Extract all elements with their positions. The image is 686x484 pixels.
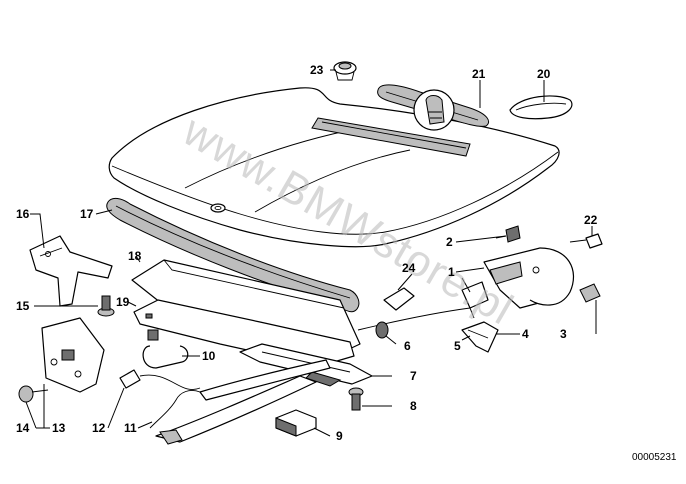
clip-part-10 [142,329,189,369]
leader-lines [25,69,597,437]
callout-4: 4 [522,327,529,341]
callout-8: 8 [410,399,417,413]
callout-24: 24 [402,261,416,275]
bolt-part-15 [97,295,115,317]
callout-11: 11 [124,421,137,435]
callout-20: 20 [537,67,551,81]
release-lever-part-11 [149,359,331,445]
bolt-part-8 [348,387,364,411]
callout-14: 14 [16,421,30,435]
callout-23: 23 [310,63,324,77]
callout-9: 9 [336,429,343,443]
cable-part-6 [357,307,471,339]
callout-12: 12 [92,421,106,435]
seal-strip-part-17 [106,197,360,313]
callout-17: 17 [80,207,94,221]
grommet-part-23 [333,61,357,81]
callout-3: 3 [560,327,567,341]
hood-lock-part-1 [483,247,575,309]
callout-18: 18 [128,249,142,263]
air-intake-part-21 [377,84,490,131]
gasket-part-19 [133,299,355,367]
callout-7: 7 [410,369,417,383]
callout-13: 13 [52,421,66,435]
document-number: 00005231 [632,452,677,463]
clip-part-24 [383,287,415,311]
callout-5: 5 [454,339,461,353]
cable-sleeve-part-12 [119,369,201,390]
safety-catch-part-4 [461,321,499,353]
hinge-part-16 [29,235,113,307]
callout-2: 2 [446,235,453,249]
callout-16: 16 [16,207,30,221]
engine-hood [108,87,560,248]
nut-part-3 [579,283,601,303]
callout-21: 21 [472,67,486,81]
callout-19: 19 [116,295,130,309]
callout-10: 10 [202,349,216,363]
bumper-stop-part-22 [569,233,603,249]
callout-22: 22 [584,213,598,227]
callout-6: 6 [404,339,411,353]
hinge-bracket-part-13 [41,317,105,393]
callout-15: 15 [16,299,30,313]
bolt-part-2 [495,225,521,243]
screw-part-14 [18,385,49,403]
callout-1: 1 [448,265,455,279]
callout-labels: 23 21 20 16 17 18 24 22 2 1 19 15 10 6 5… [16,63,598,443]
cover-part-20 [509,95,573,120]
switch-part-9 [275,409,317,437]
